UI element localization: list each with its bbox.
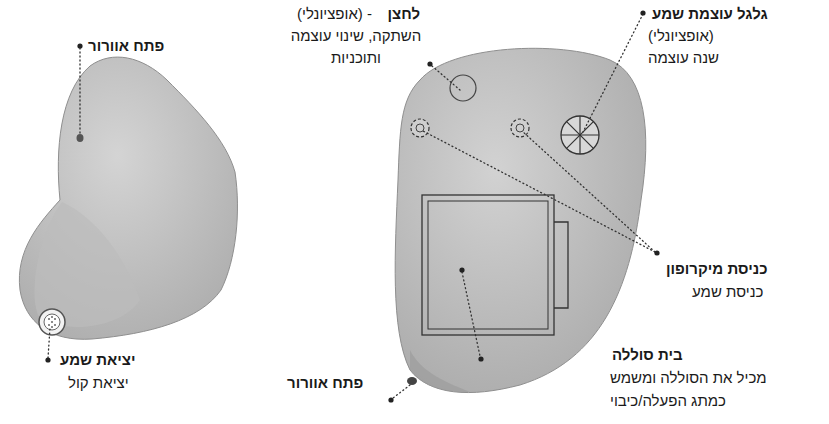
part-description: כמתג הפעלה/כיבוי xyxy=(610,392,726,410)
part-note: - (אופציונלי) xyxy=(297,5,372,23)
part-name: גלגל עוצמת שמע xyxy=(652,5,768,23)
part-name: בית סוללה xyxy=(612,346,683,364)
part-name: פתח אוורור xyxy=(287,374,363,392)
side-view-device xyxy=(19,57,237,339)
faceplate-device xyxy=(395,48,646,392)
part-name: לחצן xyxy=(388,5,420,23)
part-description: ותוכניות xyxy=(331,49,381,67)
part-name: כניסת מיקרופון xyxy=(666,260,767,278)
part-description: יציאת קול xyxy=(68,374,129,392)
leader-lines xyxy=(48,14,655,398)
part-name: פתח אוורור xyxy=(88,37,164,55)
part-description: שנה עוצמה xyxy=(648,49,719,67)
part-description: השתקה, שינוי עוצמה xyxy=(291,27,421,45)
part-name: יציאת שמע xyxy=(60,351,135,369)
part-note: (אופציונלי) xyxy=(648,27,714,45)
part-description: כניסת שמע xyxy=(692,283,763,301)
part-description: מכיל את הסוללה ומשמש xyxy=(610,369,767,387)
leader-dots xyxy=(45,10,659,402)
